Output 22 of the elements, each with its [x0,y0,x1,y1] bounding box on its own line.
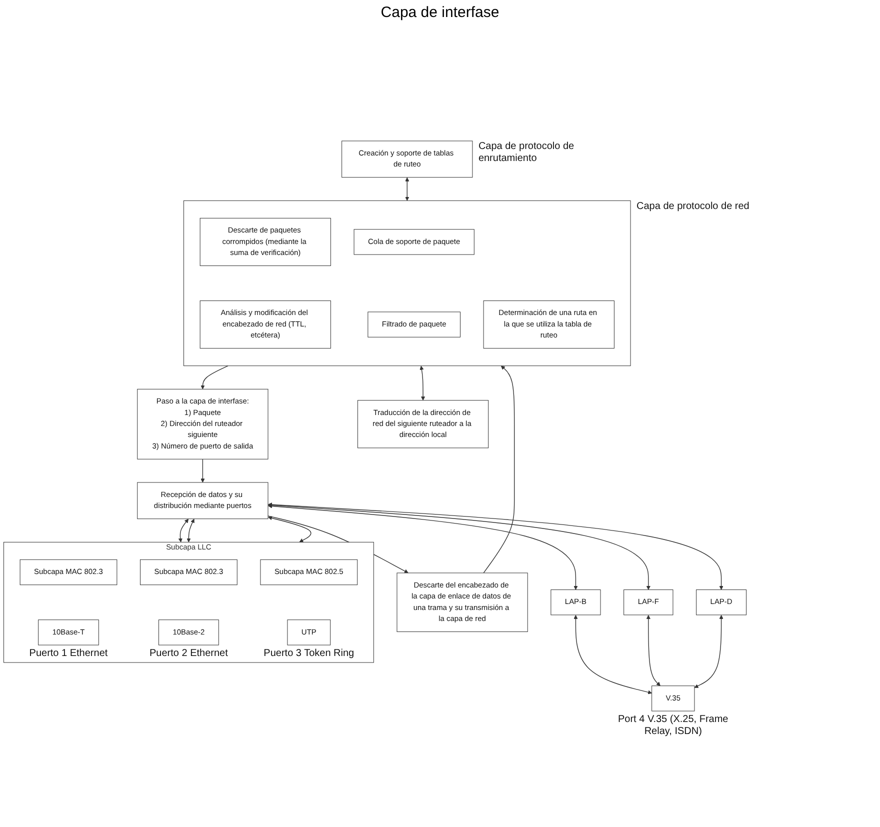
arrow [420,366,426,401]
arrow [178,518,189,542]
arrow [405,177,410,201]
arrow [200,458,205,483]
arrow [483,366,515,574]
arrow [268,502,724,590]
arrow [646,614,660,686]
arrow [574,614,652,694]
layer-label: Capa de interfase [380,4,500,21]
arrow [268,503,650,590]
layer-caption: Capa de protocolo de red [636,200,750,213]
arrow [268,516,312,542]
arrow [186,518,194,542]
layer-caption: Puerto 3 Token Ring [262,648,356,660]
layer-caption: Puerto 1 Ethernet [28,648,109,660]
layer-caption: Port 4 V.35 (X.25, Frame Relay, ISDN) [617,714,730,738]
arrow [268,504,578,590]
layer-caption: Puerto 2 Ethernet [148,648,229,660]
arrow [200,365,228,390]
cluster [184,200,631,366]
arrow [694,614,724,688]
layer-caption: Capa de protocolo de enrutamiento [478,140,576,165]
